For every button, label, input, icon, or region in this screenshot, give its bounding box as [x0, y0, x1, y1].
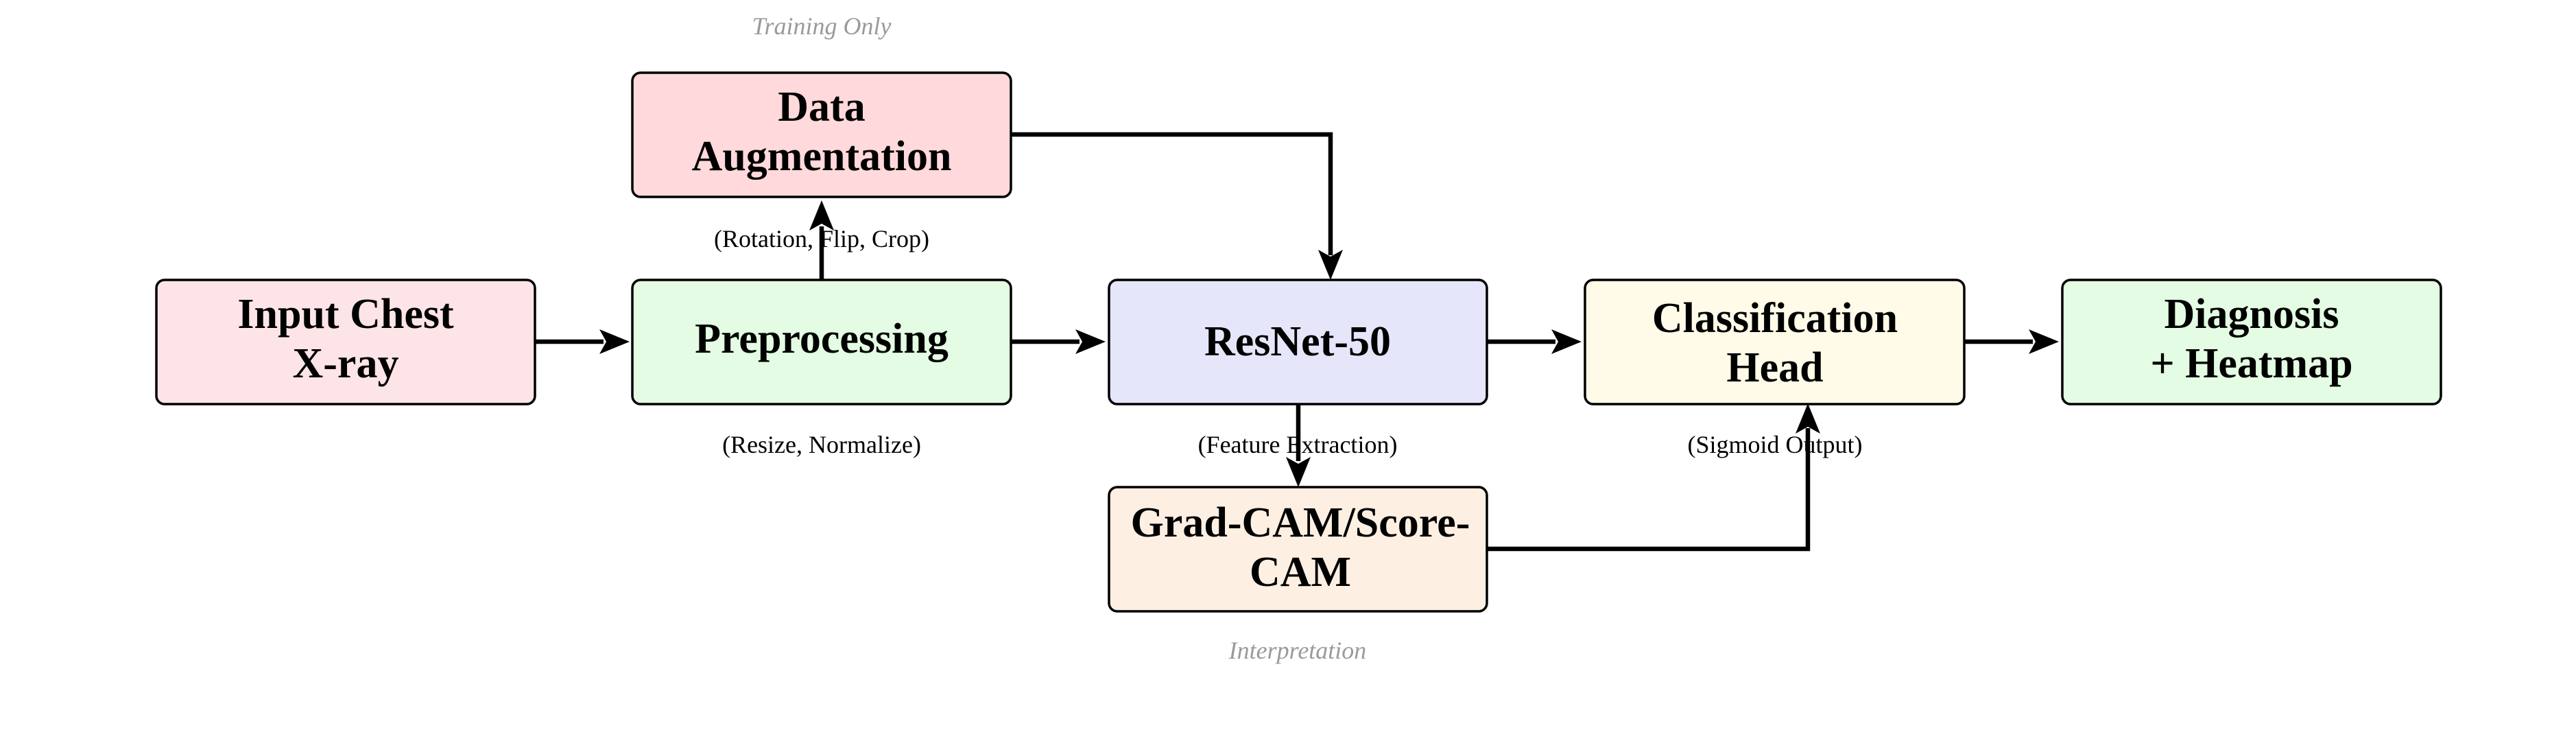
caption-augmentation: (Rotation, Flip, Crop) — [714, 225, 929, 252]
node-input: Input Chest X-ray — [155, 279, 536, 405]
caption-head: (Sigmoid Output) — [1687, 431, 1862, 458]
node-gradcam: Grad-CAM/Score- CAM — [1108, 486, 1488, 613]
arrowhead-preprocessing-to-resnet — [1075, 329, 1106, 354]
node-preprocessing-box — [631, 279, 1012, 405]
arrowhead-resnet-to-gradcam — [1286, 457, 1311, 487]
node-preprocessing: Preprocessing — [631, 279, 1012, 405]
node-input-label-line2: X-ray — [293, 340, 399, 387]
note-interpretation: Interpretation — [1228, 637, 1367, 664]
arrowhead-head-to-output — [2029, 329, 2059, 354]
node-output-box — [2061, 279, 2442, 405]
node-output: Diagnosis + Heatmap — [2061, 279, 2442, 405]
node-input-label-line1: Input Chest — [237, 291, 454, 338]
arrowhead-augmentation-to-resnet — [1318, 250, 1343, 280]
arrowhead-resnet-to-head — [1551, 329, 1582, 354]
node-head-box — [1584, 279, 1966, 405]
node-head: Classification Head — [1584, 279, 1966, 405]
node-preprocessing-label: Preprocessing — [695, 316, 949, 362]
node-augmentation-box — [631, 71, 1012, 198]
node-gradcam-box — [1108, 486, 1488, 613]
node-gradcam-label-line2: CAM — [1250, 549, 1351, 596]
node-augmentation-label-line2: Augmentation — [692, 133, 952, 180]
note-training-only: Training Only — [752, 12, 891, 40]
node-output-label-line2: + Heatmap — [2150, 340, 2352, 387]
caption-resnet: (Feature Extraction) — [1198, 431, 1398, 458]
edges — [535, 132, 2059, 552]
arrowhead-gradcam-to-head — [1796, 403, 1820, 434]
caption-preprocessing: (Resize, Normalize) — [722, 431, 921, 458]
arrowhead-input-to-preprocessing — [599, 329, 630, 354]
node-head-label-line1: Classification — [1652, 295, 1898, 342]
node-output-label-line1: Diagnosis — [2164, 291, 2339, 338]
edge-augmentation-to-resnet — [1011, 132, 1333, 255]
arrowhead-preprocessing-to-augmentation — [809, 200, 834, 231]
node-head-label-line2: Head — [1726, 344, 1823, 391]
node-augmentation: Data Augmentation — [631, 71, 1012, 198]
node-gradcam-label-line1: Grad-CAM/Score- — [1131, 499, 1470, 546]
node-augmentation-label-line1: Data — [778, 84, 865, 130]
node-resnet: ResNet-50 — [1108, 279, 1488, 405]
node-input-box — [155, 279, 536, 405]
node-resnet-label: ResNet-50 — [1204, 318, 1391, 365]
node-resnet-box — [1108, 279, 1488, 405]
edge-gradcam-to-head — [1487, 428, 1811, 552]
